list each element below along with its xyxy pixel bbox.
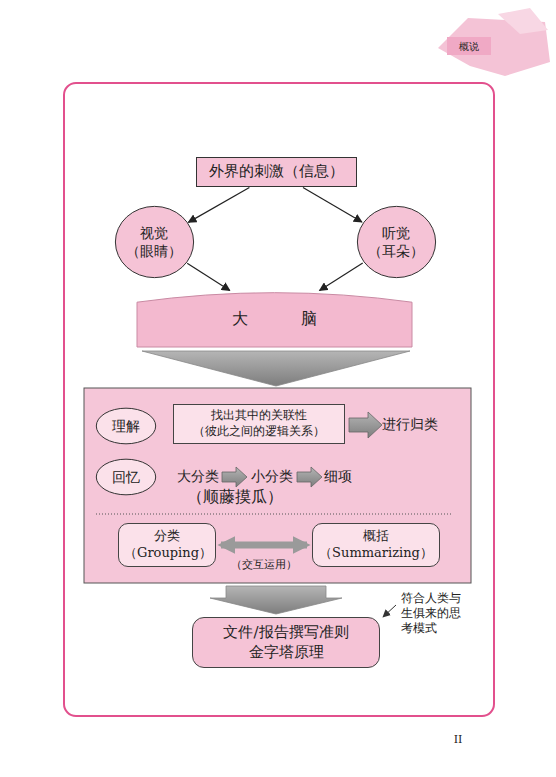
node-outline xyxy=(357,206,436,278)
node-text: 文件/报告撰写准则 金字塔原理 xyxy=(201,623,371,662)
node-text: 视觉 （眼睛） xyxy=(124,224,184,260)
node-text: 外界的刺激（信息） xyxy=(209,162,344,182)
node-text: 回忆 xyxy=(112,468,140,486)
node-outline xyxy=(115,206,194,278)
block-arrow xyxy=(349,412,382,438)
brain-band: 大 脑 xyxy=(137,291,412,347)
block-arrow xyxy=(222,467,247,487)
block-arrow xyxy=(297,467,322,487)
process-box: 找出其中的关联性 （彼此之间的逻辑关系） xyxy=(173,404,345,444)
node-text: 听觉 （耳朵） xyxy=(366,224,426,260)
page-number: II xyxy=(454,733,463,747)
method-box: 概括 （Summarizing） xyxy=(312,523,440,567)
step-ellipse: 回忆 xyxy=(96,459,156,495)
leader-line xyxy=(383,605,396,617)
node-text: 分类 （Grouping） xyxy=(124,528,210,562)
down-block-arrow xyxy=(210,586,342,614)
node-text: 大 脑 xyxy=(208,309,341,330)
section-tab: 概说 xyxy=(447,37,491,55)
dotted-divider xyxy=(96,514,452,515)
flow-arrow xyxy=(320,263,363,290)
source-box: 外界的刺激（信息） xyxy=(196,157,357,187)
node-text: 概说 xyxy=(459,40,479,53)
node-outline-path xyxy=(357,206,435,277)
node-outline-path xyxy=(96,459,155,495)
double-arrow xyxy=(221,542,307,549)
step-ellipse: 理解 xyxy=(96,408,156,444)
edge-label: （交互运用） xyxy=(231,558,297,572)
sense-circle: 视觉 （眼睛） xyxy=(115,206,194,278)
flow-label: 大分类 xyxy=(177,468,219,486)
node-outline-path xyxy=(96,408,155,444)
outer-frame xyxy=(64,83,494,716)
node-text: 理解 xyxy=(112,417,140,435)
result-box: 文件/报告撰写准则 金字塔原理 xyxy=(192,617,380,668)
node-text: 概括 （Summarizing） xyxy=(318,528,434,562)
flow-label: （顺藤摸瓜） xyxy=(187,487,283,507)
node-text: 找出其中的关联性 （彼此之间的逻辑关系） xyxy=(189,408,329,439)
funnel-arrow xyxy=(142,351,410,386)
note-text: 符合人类与生俱来的思考模式 xyxy=(401,591,463,636)
flow-label: 进行归类 xyxy=(382,416,438,434)
node-outline-path xyxy=(115,206,193,277)
flow-arrow xyxy=(303,188,362,223)
tab-decoration xyxy=(498,8,548,34)
flow-arrow xyxy=(187,263,230,290)
flow-label: 小分类 xyxy=(251,468,293,486)
content-panel xyxy=(84,388,471,583)
flow-arrow xyxy=(188,187,249,222)
method-box: 分类 （Grouping） xyxy=(118,523,216,567)
node-outline-path xyxy=(137,293,412,347)
flow-label: 细项 xyxy=(324,468,352,486)
sense-circle: 听觉 （耳朵） xyxy=(357,206,436,278)
